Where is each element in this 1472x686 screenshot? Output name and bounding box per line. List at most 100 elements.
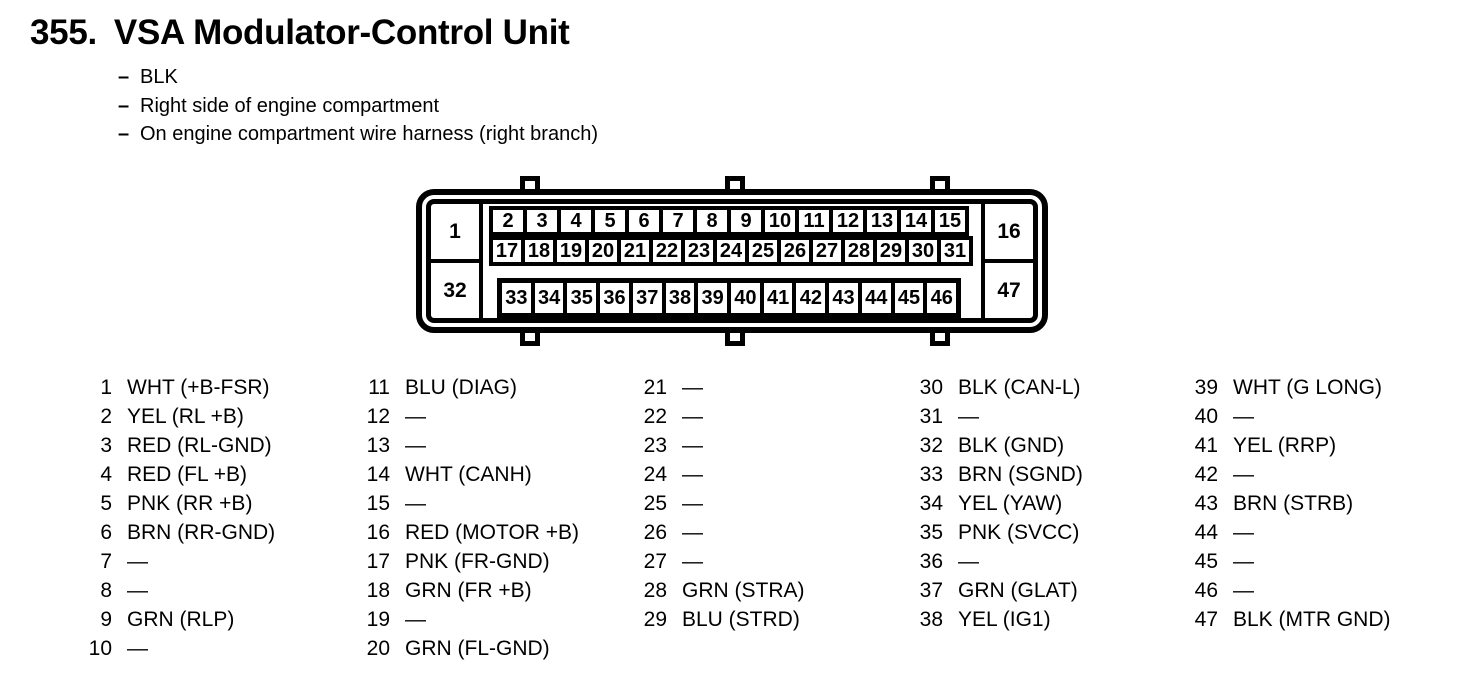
pin-table-row: 27 — [633, 547, 805, 576]
pin-table-row: 28 GRN (STRA) [633, 576, 805, 605]
pin-table-row: 18 GRN (FR +B) [356, 576, 579, 605]
pin-wire-label: GRN (GLAT) [958, 579, 1078, 602]
connector-pin-cell: 17 [495, 240, 519, 262]
connector-pin-cell: 40 [727, 283, 760, 313]
connector-pin-cell: 46 [923, 283, 956, 313]
pin-number: 46 [1194, 579, 1218, 602]
connector-pin-cell: 20 [585, 240, 617, 262]
pin-wire-label: — [127, 579, 148, 602]
pin-number: 20 [366, 637, 390, 660]
pin-wire-label: — [958, 550, 979, 573]
pin-number: 6 [100, 521, 112, 544]
pin-table-row: 26 — [633, 518, 805, 547]
pin-number: 36 [919, 550, 943, 573]
pin-table-row: 41 YEL (RRP) [1184, 431, 1391, 460]
pin-wire-label: GRN (STRA) [682, 579, 805, 602]
connector-pin-cell: 34 [530, 283, 564, 313]
pin-table-row: 1 WHT (+B-FSR) [78, 373, 275, 402]
pin-wire-label: — [682, 521, 703, 544]
bullet-text: On engine compartment wire harness (righ… [140, 123, 598, 145]
pin-number: 29 [643, 608, 667, 631]
pin-number: 45 [1194, 550, 1218, 573]
connector-pin-cell: 29 [873, 240, 905, 262]
connector-pin-16: 16 [997, 219, 1021, 243]
connector-pin-cell: 42 [792, 283, 825, 313]
pin-wire-label: — [405, 405, 426, 428]
connector-pin-cell: 12 [829, 210, 863, 232]
pin-table-row: 25 — [633, 489, 805, 518]
pin-wire-label: GRN (FR +B) [405, 579, 532, 602]
pin-table-row: 31 — [909, 402, 1083, 431]
pin-number: 27 [643, 550, 667, 573]
pin-table-column-4: 30 BLK (CAN-L) 31 — 32 BLK (GND) 33 BRN … [909, 373, 1083, 634]
pin-wire-label: — [405, 492, 426, 515]
connector-pin-cell: 38 [661, 283, 695, 313]
pin-table-row: 34 YEL (YAW) [909, 489, 1083, 518]
pin-table-row: 47 BLK (MTR GND) [1184, 605, 1391, 634]
connector-pin-cell: 21 [617, 240, 649, 262]
pin-wire-label: BLK (GND) [958, 434, 1065, 457]
pin-number: 24 [643, 463, 667, 486]
pin-table-row: 20 GRN (FL-GND) [356, 634, 579, 663]
pin-number: 7 [100, 550, 112, 573]
connector-pin-cell: 36 [596, 283, 629, 313]
connector-pin-cell: 26 [777, 240, 809, 262]
pin-table-row: 3 RED (RL-GND) [78, 431, 275, 460]
bullet-item: – On engine compartment wire harness (ri… [118, 120, 598, 149]
page-title: 355.VSA Modulator-Control Unit [30, 13, 570, 53]
pin-number: 28 [643, 579, 667, 602]
connector-pin-cell: 25 [745, 240, 777, 262]
pin-table-row: 32 BLK (GND) [909, 431, 1083, 460]
pin-wire-label: PNK (RR +B) [127, 492, 253, 515]
connector-pin-cell: 3 [523, 210, 557, 232]
connector-pin-cell: 33 [505, 286, 528, 309]
pin-table-row: 29 BLU (STRD) [633, 605, 805, 634]
connector-pin-cell: 19 [553, 240, 585, 262]
connector-pin-1: 1 [449, 219, 461, 243]
pin-wire-label: — [958, 405, 979, 428]
pin-wire-label: WHT (+B-FSR) [127, 376, 270, 399]
pin-wire-label: WHT (CANH) [405, 463, 532, 486]
pin-wire-label: BRN (RR-GND) [127, 521, 276, 544]
connector-pin-cell: 45 [890, 283, 924, 313]
pin-number: 39 [1194, 376, 1218, 399]
pin-number: 5 [100, 492, 112, 515]
pin-table-row: 6 BRN (RR-GND) [78, 518, 275, 547]
pin-wire-label: YEL (YAW) [958, 492, 1063, 515]
pin-number: 43 [1194, 492, 1218, 515]
pin-table-column-1: 1 WHT (+B-FSR) 2 YEL (RL +B) 3 RED (RL-G… [78, 373, 276, 663]
pin-table-row: 4 RED (FL +B) [78, 460, 275, 489]
pin-number: 47 [1194, 608, 1218, 631]
pin-number: 23 [643, 434, 667, 457]
connector-pin-cell: 37 [628, 283, 662, 313]
pin-table-row: 43 BRN (STRB) [1184, 489, 1391, 518]
pin-wire-label: — [1233, 579, 1254, 602]
section-number: 355. [30, 13, 97, 52]
pin-wire-label: YEL (RRP) [1233, 434, 1337, 457]
connector-pin-47: 47 [985, 259, 1033, 318]
connector-left-column: 1 32 [431, 204, 483, 318]
pin-number: 3 [100, 434, 112, 457]
pin-table-row: 44 — [1184, 518, 1391, 547]
connector-pin-cell: 4 [557, 210, 591, 232]
connector-pin-cell: 27 [809, 240, 841, 262]
pin-number: 34 [919, 492, 943, 515]
pin-number: 13 [366, 434, 390, 457]
pin-number: 41 [1194, 434, 1218, 457]
pin-wire-label: BRN (SGND) [958, 463, 1083, 486]
pin-number: 22 [643, 405, 667, 428]
pin-number: 44 [1194, 521, 1218, 544]
connector-pin-cell: 31 [937, 240, 969, 262]
connector-pin-cell: 28 [841, 240, 873, 262]
connector-pin-cell: 14 [897, 210, 931, 232]
pin-table-row: 2 YEL (RL +B) [78, 402, 275, 431]
bullet-item: – BLK [118, 63, 598, 92]
connector-pin-cell: 41 [759, 283, 793, 313]
pin-wire-label: GRN (RLP) [127, 608, 235, 631]
pin-table-row: 7 — [78, 547, 275, 576]
